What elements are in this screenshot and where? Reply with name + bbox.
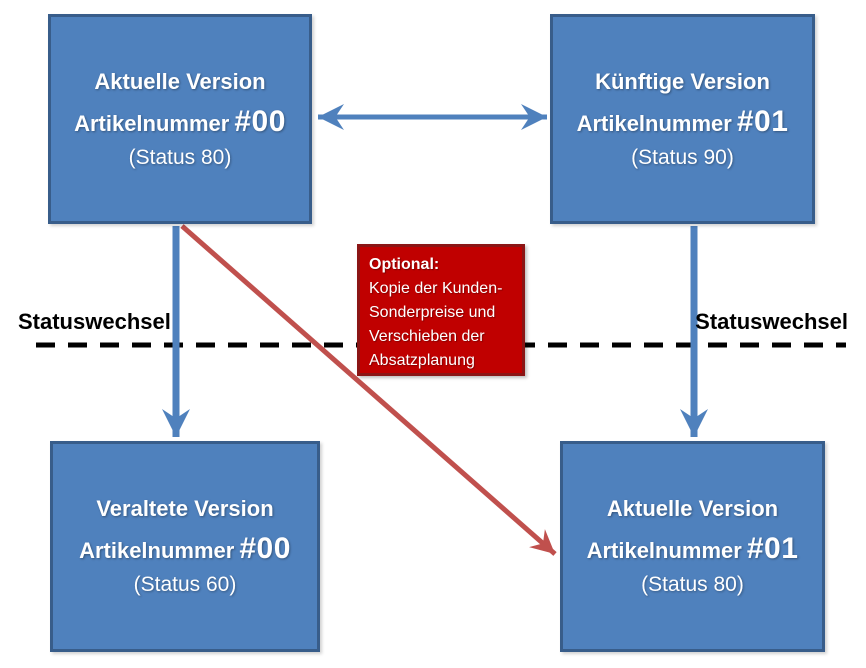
box-kuenftige-version-01: Künftige Version Artikelnummer #01 (Stat…: [550, 14, 815, 224]
note-line: Sonderpreise und: [369, 304, 496, 321]
box-article-number: Artikelnummer #00: [74, 105, 286, 139]
note-title: Optional:: [369, 256, 440, 273]
article-label: Artikelnummer: [576, 110, 732, 136]
article-label: Artikelnummer: [74, 110, 230, 136]
note-line: Kopie der Kunden-: [369, 280, 503, 297]
statuswechsel-label-right: Statuswechsel: [695, 309, 848, 334]
box-article-number: Artikelnummer #00: [79, 532, 291, 566]
article-number-value: #00: [239, 532, 291, 565]
article-label: Artikelnummer: [79, 538, 235, 563]
box-status: (Status 60): [133, 573, 237, 596]
note-line: Verschieben der: [369, 328, 485, 345]
box-status: (Status 80): [128, 145, 232, 169]
statuswechsel-label-left: Statuswechsel: [18, 309, 171, 334]
box-status: (Status 90): [631, 145, 734, 169]
box-aktuelle-version-01: Aktuelle Version Artikelnummer #01 (Stat…: [560, 441, 825, 652]
article-number-value: #01: [746, 532, 799, 565]
box-veraltete-version-00: Veraltete Version Artikelnummer #00 (Sta…: [50, 441, 320, 652]
article-number-value: #01: [736, 104, 789, 138]
box-title: Veraltete Version: [96, 496, 274, 521]
box-article-number: Artikelnummer #01: [587, 532, 799, 566]
box-title: Künftige Version: [595, 68, 770, 94]
box-article-number: Artikelnummer #01: [577, 105, 789, 139]
optional-note: Optional: Kopie der Kunden- Sonderpreise…: [357, 244, 525, 376]
box-title: Aktuelle Version: [94, 68, 266, 94]
article-number-value: #00: [234, 104, 286, 138]
box-status: (Status 80): [641, 573, 744, 596]
box-aktuelle-version-00: Aktuelle Version Artikelnummer #00 (Stat…: [48, 14, 312, 224]
note-line: Absatzplanung: [369, 352, 475, 369]
box-title: Aktuelle Version: [606, 496, 779, 521]
article-label: Artikelnummer: [586, 538, 742, 563]
